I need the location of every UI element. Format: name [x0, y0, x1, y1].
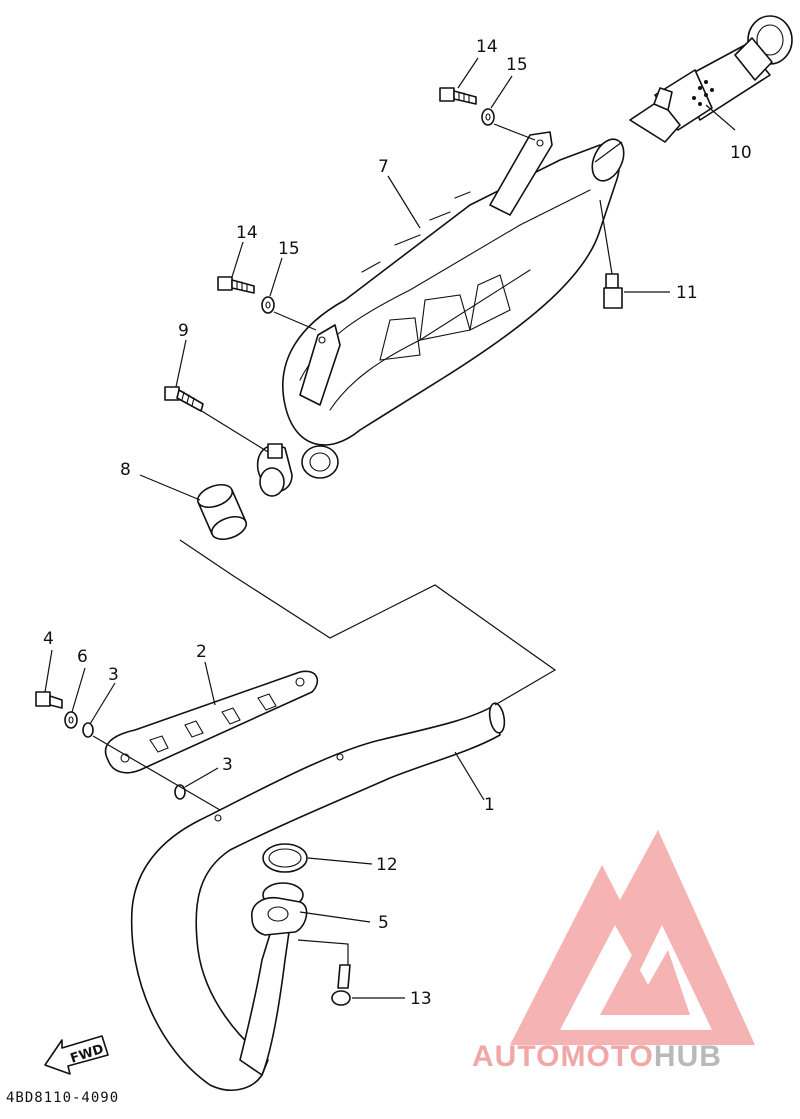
callout-14-lower: 14	[236, 223, 258, 243]
callout-3-lower: 3	[222, 755, 233, 775]
exhaust-pipe-part-1	[130, 702, 506, 1091]
callout-14-upper: 14	[476, 37, 498, 57]
leader-lines	[44, 57, 736, 999]
callout-1: 1	[484, 795, 495, 815]
muffler-part-7	[256, 131, 625, 497]
callout-10: 10	[730, 143, 752, 163]
bolt-11	[603, 273, 623, 309]
callout-15-upper: 15	[506, 55, 528, 75]
washer-15-upper	[481, 108, 495, 126]
bolt-13	[331, 964, 351, 1006]
svg-text:AUTOMOTOHUB: AUTOMOTOHUB	[472, 1040, 722, 1073]
heat-protector-part-2	[104, 670, 319, 774]
drawing-code: 4BD8110-4090	[6, 1090, 119, 1106]
callout-7: 7	[378, 157, 389, 177]
callout-2: 2	[196, 642, 207, 662]
bolt-14-upper	[439, 87, 477, 105]
callout-11: 11	[676, 283, 698, 303]
callout-15-lower: 15	[278, 239, 300, 259]
bolt-4	[35, 691, 63, 709]
callout-4: 4	[43, 629, 54, 649]
callout-8: 8	[120, 460, 131, 480]
callout-12: 12	[376, 855, 398, 875]
watermark-text: AUTOMOTOHUB	[472, 1040, 722, 1073]
callout-3-upper: 3	[108, 665, 119, 685]
callout-numbers: 14 15 7 10 14 15 11 9 8 4 6 2 3 3 1 12 5…	[43, 37, 752, 1009]
gasket-12	[262, 843, 308, 873]
washer-15-lower	[261, 296, 275, 314]
fwd-arrow: FWD	[44, 1035, 109, 1075]
callout-5: 5	[378, 913, 389, 933]
bolt-9	[164, 386, 204, 412]
tailpipe-part-10	[629, 15, 793, 143]
collar-3-upper	[82, 722, 94, 738]
washer-6	[64, 711, 78, 729]
callout-9: 9	[178, 321, 189, 341]
watermark-text-primary: AUTOMOTO	[472, 1040, 654, 1073]
watermark-text-secondary: HUB	[654, 1040, 722, 1073]
flange-5	[251, 882, 308, 936]
bolt-14-lower	[217, 276, 255, 294]
callout-6: 6	[77, 647, 88, 667]
watermark-logo	[510, 830, 755, 1045]
gasket-8	[196, 483, 248, 541]
callout-13: 13	[410, 989, 432, 1009]
